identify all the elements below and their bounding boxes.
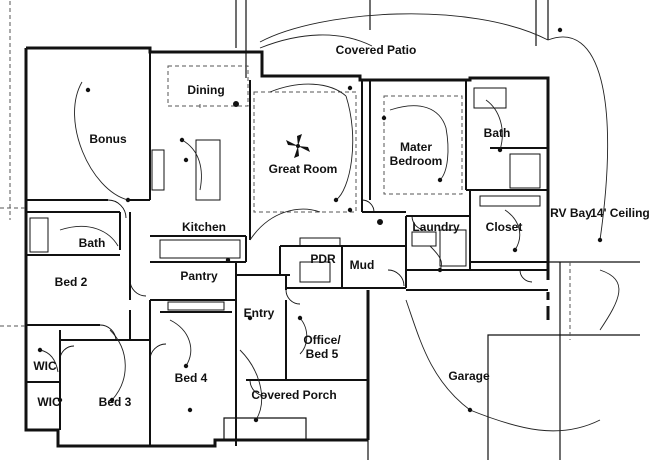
electrical-symbols bbox=[37, 27, 603, 423]
room-label-master-line2: Bedroom bbox=[389, 154, 443, 168]
interior-walls bbox=[26, 52, 548, 446]
dashed-ceiling-lines bbox=[0, 1, 571, 340]
room-label-office-line1: Office/ bbox=[303, 333, 341, 347]
door-swings bbox=[59, 199, 533, 397]
room-label-pantry: Pantry bbox=[180, 269, 218, 283]
room-label-office-line2: Bed 5 bbox=[305, 347, 339, 361]
kitchen-fixtures bbox=[29, 87, 541, 311]
ceiling-fan-icon bbox=[286, 134, 310, 158]
room-label-covered-porch: Covered Porch bbox=[251, 388, 337, 402]
room-label-bed-4: Bed 4 bbox=[174, 371, 208, 385]
room-label-entry: Entry bbox=[243, 306, 275, 320]
room-label-mud: Mud bbox=[349, 258, 375, 272]
room-label-master-bedroom: Mater Bedroom bbox=[390, 140, 443, 168]
room-label-kitchen: Kitchen bbox=[181, 220, 227, 234]
room-label-rv-bay: RV Bay bbox=[550, 206, 592, 220]
room-label-bonus: Bonus bbox=[89, 132, 127, 146]
patio-outline bbox=[223, 0, 640, 460]
room-label-wic-upper: WIC bbox=[33, 359, 57, 373]
exterior-walls bbox=[24, 46, 550, 448]
room-label-closet: Closet bbox=[485, 220, 523, 234]
room-label-office: Office/ Bed 5 bbox=[303, 333, 340, 361]
room-label-dining: Dining bbox=[187, 83, 225, 97]
room-label-laundry: Laundry bbox=[412, 220, 460, 234]
room-label-hall-bath: Bath bbox=[78, 236, 106, 250]
room-label-great-room: Great Room bbox=[268, 162, 338, 176]
room-label-ceiling-height: 14' Ceiling bbox=[590, 206, 650, 220]
room-label-wic-lower: WIC bbox=[37, 395, 61, 409]
electrical-wiring bbox=[39, 13, 620, 432]
room-label-pdr: PDR bbox=[310, 252, 336, 266]
room-label-garage: Garage bbox=[448, 369, 490, 383]
room-label-bed-3: Bed 3 bbox=[98, 395, 132, 409]
room-label-master-line1: Mater bbox=[399, 140, 433, 154]
room-label-covered-patio: Covered Patio bbox=[335, 43, 417, 57]
room-label-bed-2: Bed 2 bbox=[54, 275, 88, 289]
room-label-master-bath: Bath bbox=[483, 126, 511, 140]
